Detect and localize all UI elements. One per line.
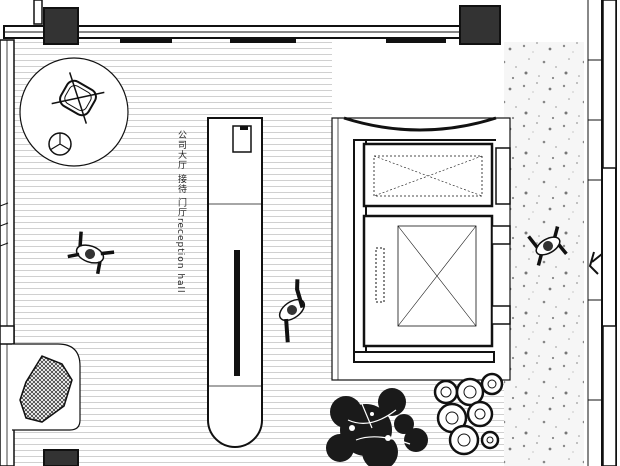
elevator-core <box>331 116 511 381</box>
person-figure-desk <box>278 279 306 343</box>
top-wall <box>3 0 501 45</box>
rock-planter <box>12 343 81 431</box>
round-shrubs <box>433 372 504 456</box>
right-facade <box>584 0 620 466</box>
lounge-chair-set <box>19 57 129 167</box>
hall-label-english: reception hall <box>175 218 185 294</box>
leaf-mark <box>588 251 603 275</box>
bonsai-tree <box>326 388 428 466</box>
person-figure-left <box>67 231 115 275</box>
hall-label-chinese: 公司大厅 接待 门厅 <box>176 130 186 218</box>
person-figure-right <box>527 226 568 266</box>
left-wall <box>0 39 79 466</box>
reception-desk <box>207 117 263 448</box>
